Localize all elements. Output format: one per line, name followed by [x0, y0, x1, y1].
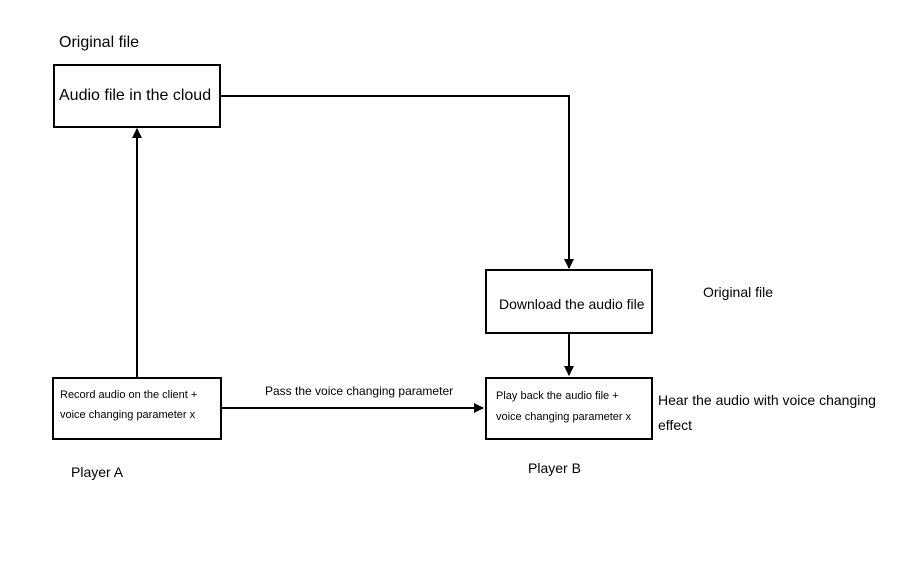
original-file-label-right: Original file: [703, 284, 774, 300]
original-file-label-top: Original file: [59, 34, 140, 51]
pass-parameter-label: Pass the voice changing parameter: [265, 384, 454, 398]
playback-node-text-line1: Play back the audio file +: [496, 390, 619, 402]
record-node-text-line1: Record audio on the client +: [60, 389, 198, 401]
record-node-text-line2: voice changing parameter x: [60, 409, 196, 421]
download-node: Download the audio file: [485, 269, 653, 334]
cloud-node: Audio file in the cloud: [53, 64, 221, 128]
playback-node: Play back the audio file + voice changin…: [485, 377, 653, 440]
arrow-cloud-to-download: [220, 95, 574, 269]
player-a-label: Player A: [71, 464, 124, 480]
player-b-label: Player B: [528, 460, 581, 476]
hear-audio-label-line2: effect: [658, 417, 692, 433]
cloud-node-text: Audio file in the cloud: [59, 87, 212, 104]
download-node-text: Download the audio file: [499, 296, 645, 312]
record-node: Record audio on the client + voice chang…: [52, 377, 222, 440]
hear-audio-label-line1: Hear the audio with voice changing: [658, 392, 876, 408]
playback-node-text-line2: voice changing parameter x: [496, 411, 632, 423]
